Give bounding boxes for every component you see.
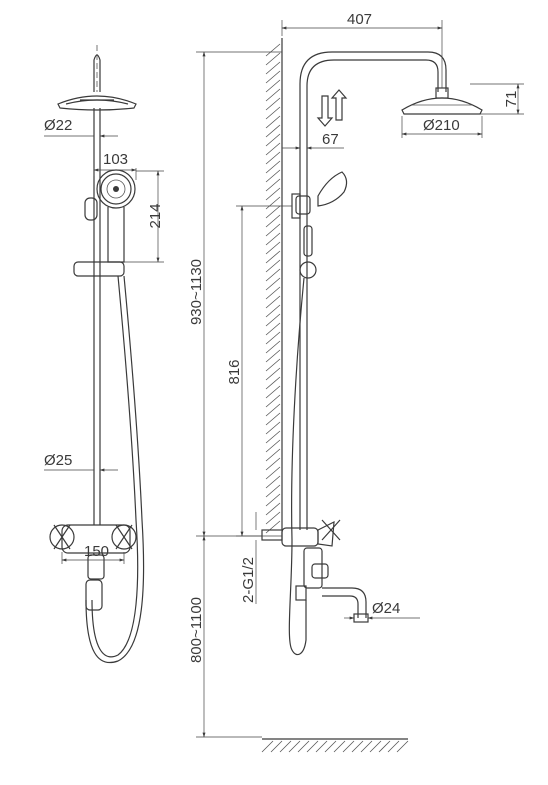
side-spout [322,587,367,618]
dim-hand-shower-height-214: 214 [147,203,164,228]
dim-pipe-diameter-25: Ø25 [44,452,72,469]
dim-pipe-diameter-22: Ø22 [44,117,72,134]
wall-hatching [265,38,283,534]
front-shower-head [57,45,137,111]
dim-head-diameter-210: Ø210 [423,117,460,134]
dim-riser-height-930-1130: 930~1130 [188,259,205,325]
dim-wall-offset-67: 67 [322,131,339,148]
height-adjust-arrows-icon [316,89,348,127]
front-hand-shower [84,169,136,263]
floor-hatching [261,738,409,753]
front-riser-pipe [93,108,101,525]
side-hose [288,277,307,656]
dim-mixer-height-800-1100: 800~1100 [188,597,205,663]
dim-spout-diameter-24: Ø24 [372,600,400,617]
front-view: Ø22 103 214 Ø25 150 [44,45,164,663]
side-view: 407 71 Ø210 67 930~1130 816 2-G1/2 [188,11,524,753]
dim-inlet-thread-2-g1-2: 2-G1/2 [240,557,257,603]
front-mixer [49,524,137,611]
side-riser-and-arm [299,51,447,530]
dim-arm-reach-407: 407 [347,11,372,28]
front-slide-holder [73,261,125,277]
dim-inlet-spacing-150: 150 [84,543,109,560]
front-hose [91,275,139,658]
side-mixer [261,519,341,589]
dim-hand-shower-width-103: 103 [103,151,128,168]
dim-head-height-71: 71 [503,91,520,108]
dim-bracket-span-816: 816 [226,359,243,384]
side-shower-head [401,87,483,115]
